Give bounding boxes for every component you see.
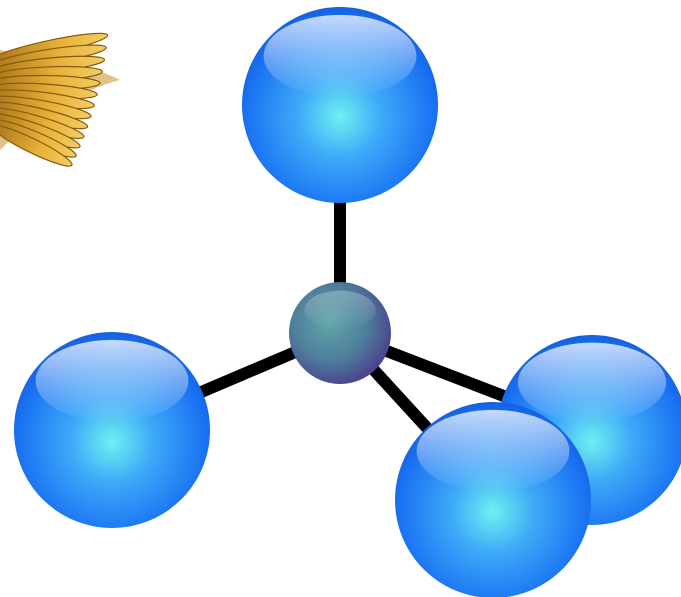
atom-layer <box>14 7 681 597</box>
atom-left <box>14 332 210 528</box>
atom-top <box>242 7 438 203</box>
atom-right-front <box>395 402 591 597</box>
wing-feather <box>0 124 73 167</box>
golden-wing-icon <box>0 32 120 167</box>
atom-center <box>289 282 391 384</box>
